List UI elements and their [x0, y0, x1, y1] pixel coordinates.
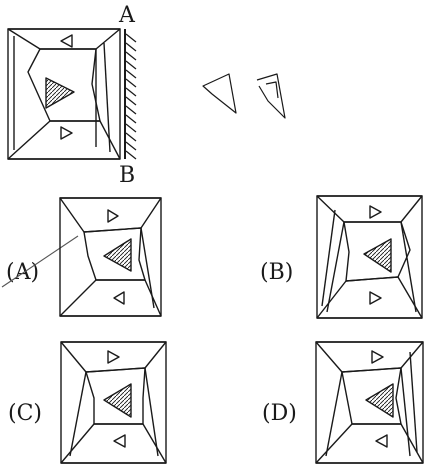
option-b-side-line-2	[321, 209, 336, 307]
question-figure-small-triangle-top	[60, 34, 73, 48]
option-d-small-triangle-bottom	[375, 434, 388, 448]
question-figure-small-triangle-bottom	[60, 126, 73, 140]
mirror-label-b: B	[119, 163, 135, 188]
mirror-label-a: A	[118, 3, 136, 28]
question-figure	[7, 28, 121, 160]
mirror-hatching	[125, 33, 137, 160]
option-b-small-triangle-top	[369, 205, 382, 219]
option-d-hatched-triangle	[365, 383, 394, 418]
question-figure-center-panel	[27, 48, 101, 122]
option-a-figure[interactable]	[59, 197, 162, 317]
mirror	[124, 29, 137, 160]
option-a-side-line-1	[140, 227, 155, 309]
option-b-figure[interactable]	[316, 195, 423, 319]
option-a-hatched-triangle	[103, 238, 132, 272]
option-c-hatched-triangle	[103, 383, 132, 418]
option-d-side-line-3	[409, 351, 418, 453]
option-b-side-line-3	[400, 221, 417, 313]
option-d-label: (D)	[262, 401, 297, 426]
option-d-figure[interactable]	[315, 341, 424, 464]
option-c-side-line-2	[144, 367, 159, 457]
question-figure-side-line-2	[103, 42, 111, 153]
question-figure-bottom-trapezoid	[7, 120, 121, 160]
option-c-label: (C)	[8, 401, 42, 426]
option-d-small-triangle-top	[371, 350, 384, 364]
option-c-small-triangle-top	[107, 350, 120, 364]
option-c-bottom-trapezoid	[60, 423, 167, 464]
option-b-small-triangle-bottom	[369, 291, 382, 305]
option-a-pen-stroke	[1, 235, 79, 288]
option-a-top-trapezoid	[59, 197, 162, 233]
option-a-bottom-trapezoid	[59, 279, 162, 317]
question-figure-hatched-triangle	[45, 77, 75, 109]
option-b-label: (B)	[260, 260, 293, 285]
option-c-side-line-1	[69, 371, 87, 457]
option-c-top-trapezoid	[60, 341, 167, 373]
option-a-small-triangle-bottom	[113, 291, 125, 305]
option-d-top-trapezoid	[315, 341, 424, 373]
option-b-hatched-triangle	[363, 238, 392, 273]
option-d-side-line-1	[325, 371, 343, 457]
option-a-small-triangle-top	[107, 209, 119, 223]
option-c-figure[interactable]	[60, 341, 167, 464]
pen-scribble-marks	[202, 73, 286, 119]
option-d-side-line-2	[400, 367, 411, 457]
option-b-side-line-1	[326, 221, 345, 313]
option-c-small-triangle-bottom	[113, 434, 126, 448]
